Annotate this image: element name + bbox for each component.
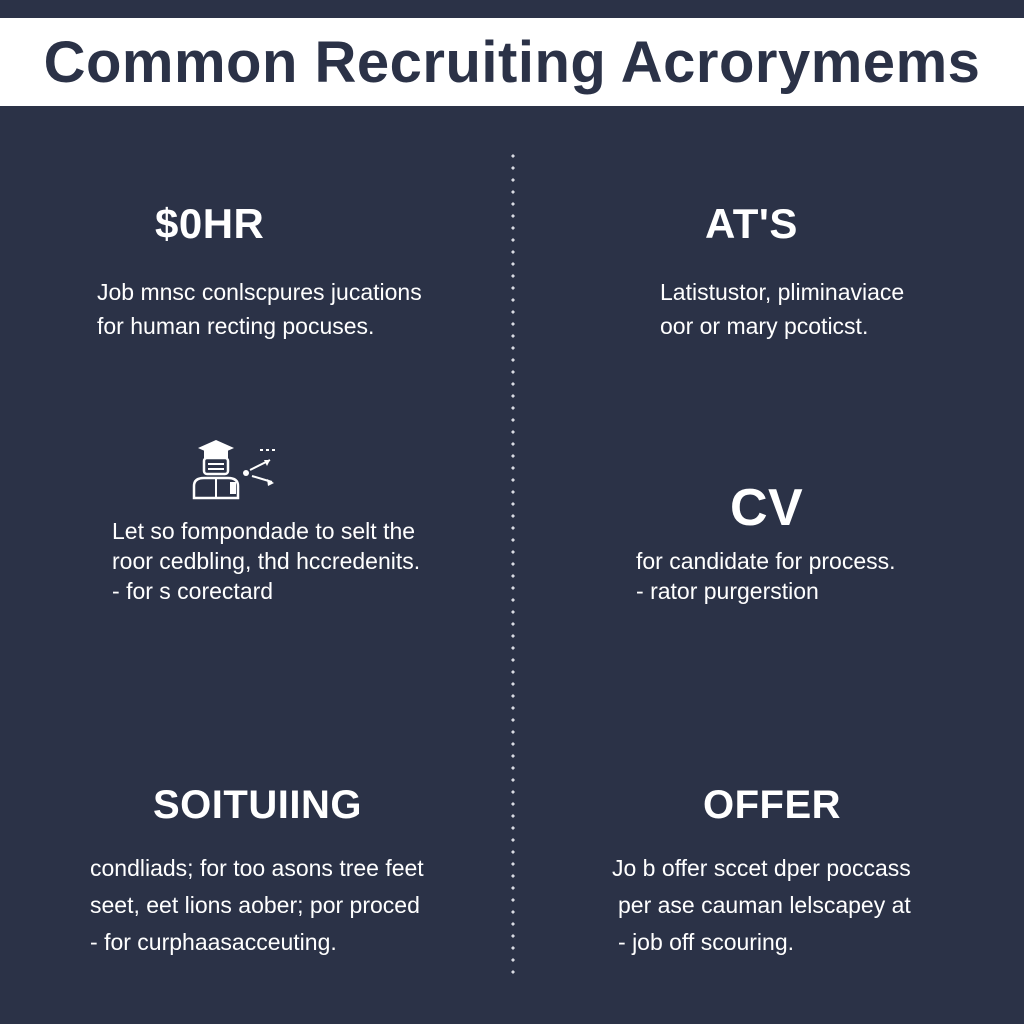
- description-line: Job mnsc conlscpures jucations: [97, 279, 422, 305]
- section-description: for candidate for process. rator purgers…: [636, 546, 896, 606]
- section-heading: CV: [730, 479, 804, 537]
- description-line: oor or mary pcoticst.: [660, 313, 869, 339]
- description-line: seet, eet lions aober; por proced: [90, 892, 420, 918]
- column-divider: [511, 150, 515, 980]
- title-bar: Common Recruiting Acrorymems: [0, 18, 1024, 106]
- top-strip: [0, 0, 1024, 18]
- description-line: roor cedbling, thd hccredenits.: [112, 548, 421, 574]
- description-line: Latistustor, pliminaviace: [660, 279, 905, 305]
- description-bullet: rator purgerstion: [636, 576, 896, 606]
- description-line: Jo b offer sccet dper poccass: [612, 855, 911, 881]
- section-description: condliads; for too asons tree feet seet,…: [90, 850, 424, 961]
- description-line: condliads; for too asons tree feet: [90, 855, 424, 881]
- description-line: for human recting pocuses.: [97, 313, 375, 339]
- description-bullet: for s corectard: [112, 576, 420, 606]
- section-description: Let so fompondade to selt the roor cedbl…: [112, 516, 420, 606]
- description-bullet: for curphaasacceuting.: [90, 924, 424, 961]
- section-description: Latistustor, pliminaviace oor or mary pc…: [660, 275, 904, 343]
- description-line: for candidate for process.: [636, 548, 896, 574]
- section-description: Jo b offer sccet dper poccass per ase ca…: [612, 850, 911, 961]
- section-heading: OFFER: [703, 783, 842, 827]
- description-line: per ase cauman lelscapey at: [618, 892, 911, 918]
- description-line: Let so fompondade to selt the: [112, 518, 416, 544]
- recruiter-graduate-icon: [190, 436, 286, 502]
- description-bullet: job off scouring.: [612, 924, 911, 961]
- page-title: Common Recruiting Acrorymems: [43, 29, 981, 95]
- section-heading: AT'S: [705, 200, 798, 247]
- section-description: Job mnsc conlscpures jucations for human…: [97, 275, 422, 343]
- section-heading: $0HR: [155, 200, 265, 247]
- section-heading: SOITUIING: [153, 783, 362, 827]
